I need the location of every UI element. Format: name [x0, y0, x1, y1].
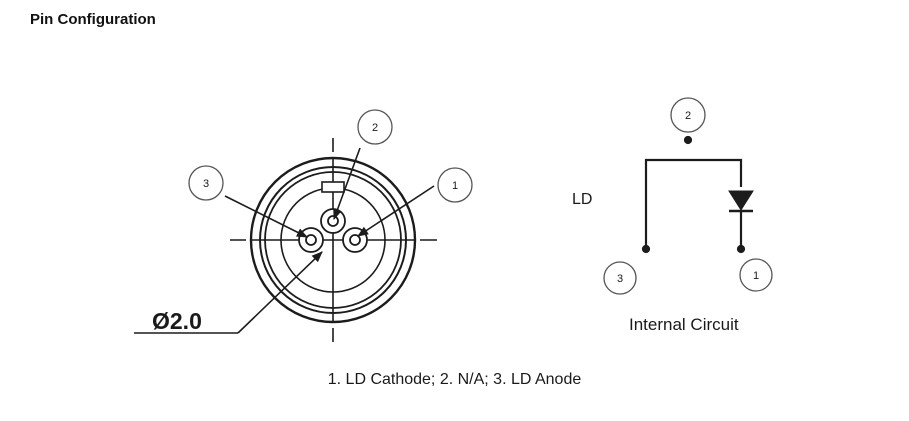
package-pin-1-callout: 1 — [437, 167, 473, 203]
circuit-wire-left — [644, 158, 743, 249]
package-inner-ring — [264, 171, 402, 309]
circuit-pin-1-callout: 1 — [739, 258, 773, 292]
circuit-pin-3-callout: 3 — [603, 261, 637, 295]
circuit-pin-2-label: 2 — [685, 110, 691, 122]
package-flange-ring — [259, 166, 407, 314]
circuit-pin-1-dot — [736, 244, 746, 254]
package-pin-2-label: 2 — [372, 122, 378, 134]
package-pin-3-label: 3 — [203, 178, 209, 190]
pin-description: 1. LD Cathode; 2. N/A; 3. LD Anode — [327, 371, 582, 388]
package-pin-2-callout: 2 — [357, 109, 393, 145]
package-pin-1-label: 1 — [452, 180, 458, 192]
section-heading: Pin Configuration — [30, 11, 156, 28]
package-outer-ring — [249, 156, 417, 324]
pin-3-leader — [224, 195, 309, 238]
circuit-pin-1-label: 1 — [753, 270, 759, 282]
pin-pad-3 — [298, 227, 324, 253]
package-key-tab — [321, 181, 345, 193]
circuit-pin-3-label: 3 — [617, 273, 623, 285]
internal-circuit-schematic — [641, 135, 754, 254]
internal-circuit-caption: Internal Circuit — [629, 315, 739, 334]
diameter-leader — [237, 251, 323, 334]
pin-1-leader — [357, 185, 435, 237]
package-pin-callouts: 1 2 3 — [188, 109, 473, 203]
package-bottom-view — [134, 138, 437, 342]
component-label-ld: LD — [572, 191, 592, 208]
circuit-pin-2-callout: 2 — [670, 97, 706, 133]
pin-2-leader — [333, 147, 361, 221]
pin-pad-2 — [320, 208, 346, 234]
diameter-label: Ø2.0 — [152, 308, 202, 334]
circuit-pin-callouts: 2 3 1 — [603, 97, 773, 295]
package-pin-3-callout: 3 — [188, 165, 224, 201]
circuit-pin-2-dot — [683, 135, 693, 145]
circuit-pin-3-dot — [641, 244, 651, 254]
laser-diode-symbol — [728, 190, 754, 211]
